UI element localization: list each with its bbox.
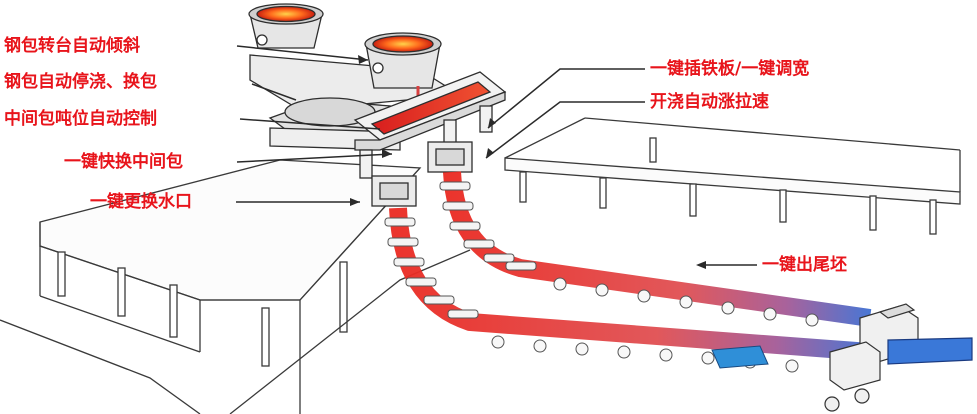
left-platform-columns	[57, 251, 348, 367]
arrow-heads	[350, 55, 706, 269]
platform-structure	[0, 117, 961, 414]
label-ladle-auto-stop-change: 钢包自动停浇、换包	[4, 72, 157, 92]
label-one-key-nozzle-change: 一键更换水口	[90, 192, 192, 212]
back-platform-columns	[519, 137, 937, 235]
label-one-key-iron-plate-width: 一键插铁板/一键调宽	[650, 59, 810, 79]
leader-lines	[236, 45, 757, 266]
label-auto-start-speed-up: 开浇自动涨拉速	[650, 92, 769, 112]
strand-2	[439, 171, 872, 327]
label-tundish-weight-control: 中间包吨位自动控制	[4, 109, 157, 129]
strand-1	[384, 207, 871, 373]
label-one-key-tundish-change: 一键快换中间包	[64, 152, 183, 172]
label-one-key-tail-billet: 一键出尾坯	[762, 255, 847, 275]
tundish-car	[353, 71, 507, 207]
label-ladle-turret-tilt: 钢包转台自动倾斜	[4, 36, 140, 56]
discharge-equipment	[824, 303, 973, 412]
